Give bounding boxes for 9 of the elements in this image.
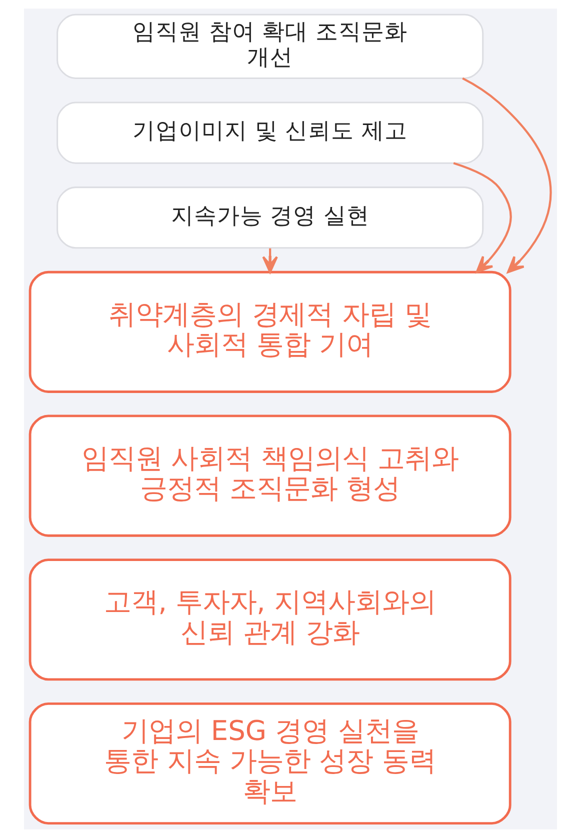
node-box: 기업이미지 및 신뢰도 제고 (56, 102, 484, 164)
arrow (452, 162, 512, 274)
node-box: 임직원 사회적 책임의식 고취와 긍정적 조직문화 형성 (28, 414, 511, 537)
node-box: 지속가능 경영 실현 (56, 186, 484, 249)
node-box: 임직원 참여 확대 조직문화 개선 (56, 14, 484, 80)
node-box: 고객, 투자자, 지역사회와의 신뢰 관계 강화 (28, 558, 511, 681)
node-box: 기업의 ESG 경영 실천을 통한 지속 가능한 성장 동력 확보 (28, 702, 511, 825)
arrow (462, 77, 552, 274)
node-box: 취약계층의 경제적 자립 및 사회적 통합 기여 (28, 270, 511, 393)
